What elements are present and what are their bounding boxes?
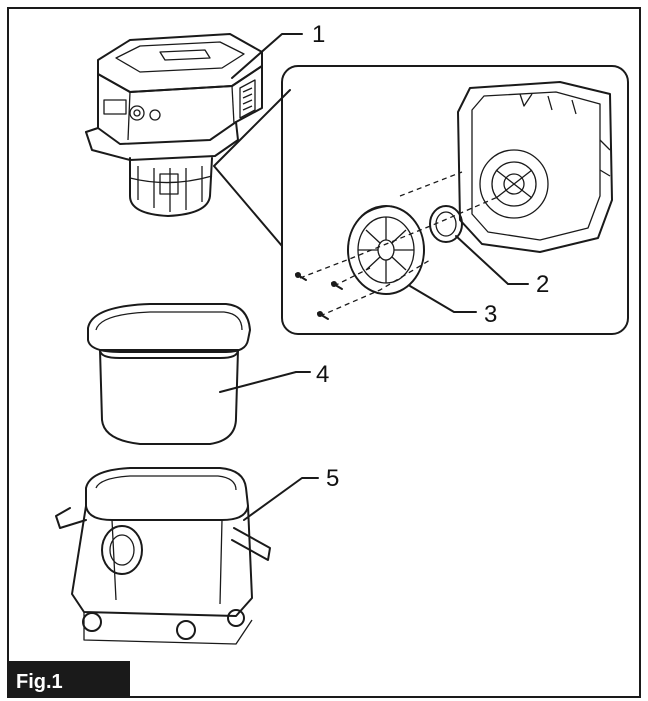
motor-head-icon — [85, 33, 263, 217]
callout-5: 5 — [326, 465, 339, 492]
impeller-icon — [347, 205, 425, 295]
callout-1: 1 — [312, 21, 325, 48]
dust-bag-filter-icon — [87, 303, 251, 445]
zoom-leader-lines — [213, 89, 291, 247]
figure-frame — [7, 7, 641, 698]
screw-icon — [295, 272, 343, 320]
callout-3: 3 — [484, 301, 497, 328]
tank-icon — [55, 467, 271, 645]
figure-label: Fig.1 — [16, 671, 63, 693]
zoom-inset-frame — [281, 65, 629, 335]
figure-label-box — [8, 661, 130, 697]
fan-cover-icon — [457, 81, 613, 253]
callout-4: 4 — [316, 361, 329, 388]
callout-leaders — [219, 33, 529, 521]
exploded-axis-lines — [299, 171, 501, 317]
callout-2: 2 — [536, 271, 549, 298]
